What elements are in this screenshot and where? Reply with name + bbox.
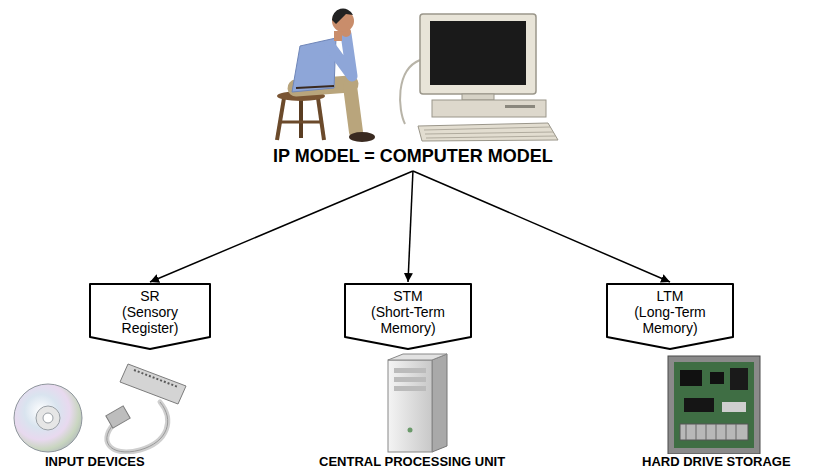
monitor-stand [462, 94, 494, 100]
neck [334, 31, 342, 41]
drive-frame [668, 356, 760, 454]
belt [296, 86, 334, 88]
hair [332, 9, 353, 24]
hard-drive [668, 356, 760, 454]
connector-small [106, 406, 130, 428]
shin [350, 86, 356, 132]
stool-leg [318, 98, 324, 140]
memory-box: SR(Sensory Register) [89, 283, 211, 350]
system-unit [432, 100, 546, 117]
key-rows [424, 127, 556, 138]
connector-strip [680, 424, 748, 440]
disc [14, 384, 82, 452]
pins [686, 424, 736, 440]
arrow-connector [413, 171, 670, 282]
stool-leg [299, 99, 303, 138]
connector [120, 364, 186, 404]
disc-hole [43, 413, 53, 423]
chip [730, 368, 748, 390]
tower-case [388, 354, 447, 452]
keyboard [418, 123, 558, 141]
memory-box: STM(Short-Term Memory) [344, 283, 472, 350]
drive-bay [394, 377, 426, 382]
diagram-heading: IP MODEL = COMPUTER MODEL [273, 145, 553, 167]
screen [430, 21, 526, 85]
cable-cord [107, 402, 168, 452]
box-heading: STM [350, 288, 466, 304]
box-body: (Short-Term Memory) [350, 304, 466, 336]
tower-front [388, 360, 432, 452]
cable [400, 60, 420, 124]
disc-hub [36, 406, 60, 430]
tower-side [432, 354, 447, 452]
monitor [420, 14, 536, 94]
arrow-connector [150, 171, 413, 282]
memory-box: LTM(Long-Term Memory) [606, 283, 734, 350]
chip [684, 398, 714, 412]
parallel-cable [106, 364, 186, 452]
box-heading: SR [95, 288, 205, 304]
chip [710, 372, 724, 384]
tower-top [388, 354, 447, 360]
arrow-connector [408, 171, 413, 282]
power-light [408, 428, 413, 433]
compact-disc [14, 384, 82, 452]
drive-bay [394, 368, 426, 373]
stool-rung [281, 121, 321, 124]
box-heading: LTM [612, 288, 728, 304]
desktop-computer [400, 14, 558, 141]
chip [680, 370, 702, 386]
thinking-man [292, 9, 375, 142]
stool [277, 91, 325, 140]
drive-slot [505, 105, 535, 108]
pentagon-shape [90, 284, 210, 349]
box-body: (Sensory Register) [95, 304, 205, 336]
component [722, 402, 746, 412]
image-caption: HARD DRIVE STORAGE [640, 454, 793, 470]
stool-leg [277, 98, 284, 140]
pentagon-shape [607, 284, 733, 349]
circuit-board [674, 362, 754, 448]
box-body: (Long-Term Memory) [612, 304, 728, 336]
pentagon-shape [345, 284, 471, 349]
cable-edge [107, 402, 168, 452]
shoe [349, 132, 375, 142]
image-caption: CENTRAL PROCESSING UNIT [317, 454, 507, 470]
drive-bay [394, 386, 426, 391]
connector-pins [134, 370, 178, 387]
heading-node: IP MODEL = COMPUTER MODEL [267, 143, 559, 169]
image-caption: INPUT DEVICES [43, 454, 147, 470]
